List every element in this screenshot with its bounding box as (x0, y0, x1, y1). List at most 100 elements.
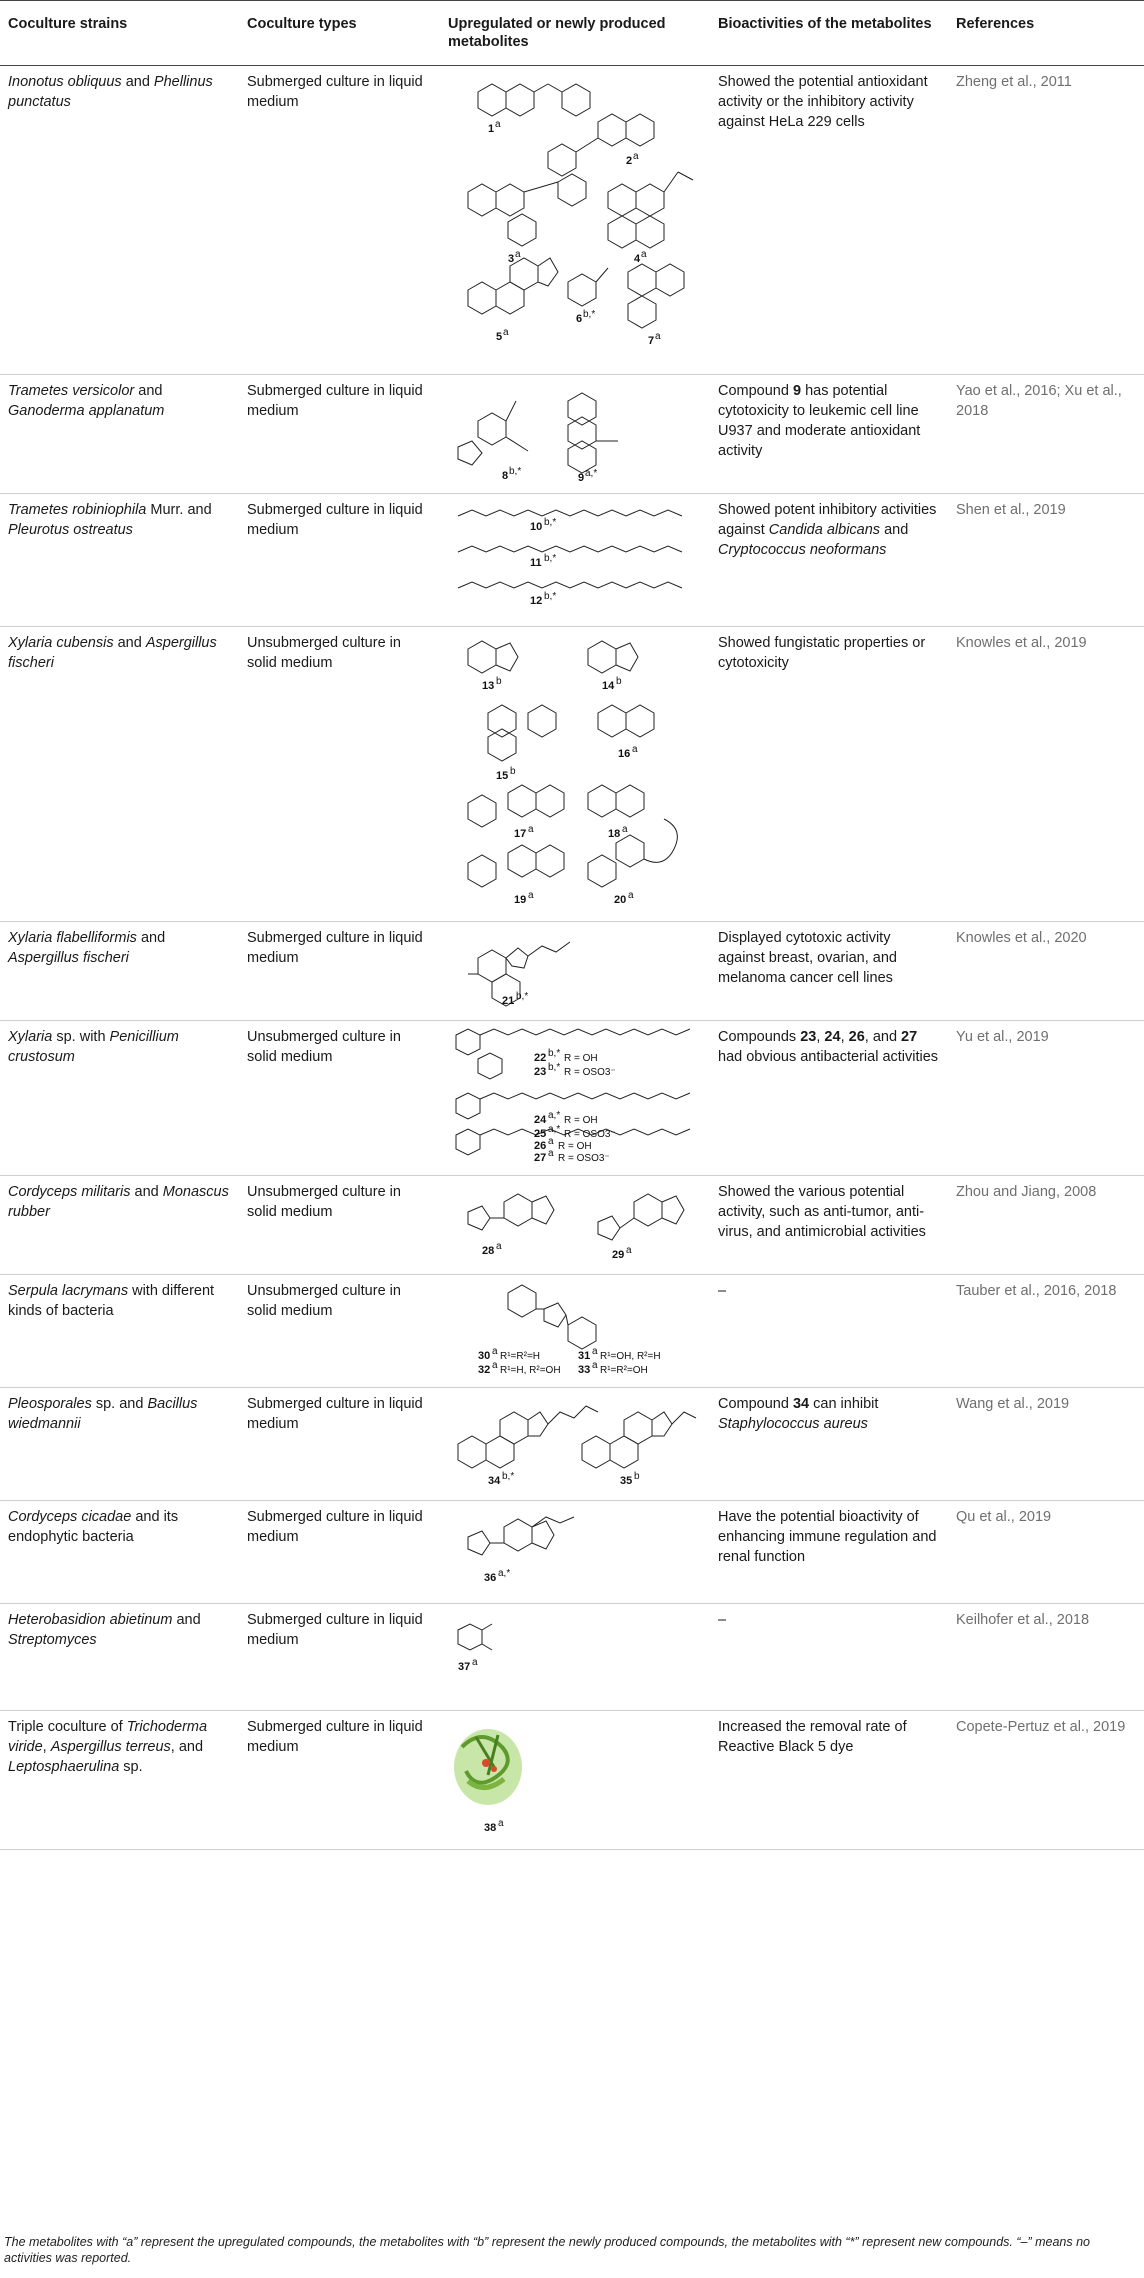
svg-text:11: 11 (530, 557, 542, 569)
svg-text:b,*: b,* (502, 1471, 514, 1482)
svg-text:38: 38 (484, 1822, 496, 1834)
header-types: Coculture types (239, 0, 440, 66)
strain-cell: Pleosporales sp. and Bacillus wiedmannii (8, 1396, 198, 1432)
svg-text:14: 14 (602, 680, 615, 692)
svg-text:a: a (633, 151, 639, 162)
svg-text:a,*: a,* (548, 1124, 560, 1135)
type-cell: Submerged culture in liquid medium (247, 930, 423, 966)
type-cell: Unsubmerged culture in solid medium (247, 1029, 401, 1065)
svg-text:6: 6 (576, 313, 582, 325)
svg-text:R¹=R²=H: R¹=R²=H (500, 1351, 540, 1362)
strain-cell: Trametes robiniophila Murr. and Pleurotu… (8, 502, 212, 538)
table-row: Pleosporales sp. and Bacillus wiedmannii… (0, 1388, 1144, 1501)
svg-text:19: 19 (514, 894, 526, 906)
svg-text:1: 1 (488, 123, 494, 135)
compound-label: 22 (534, 1052, 546, 1064)
svg-text:18: 18 (608, 828, 620, 840)
reference-cell: Yao et al., 2016; Xu et al., 2018 (956, 383, 1122, 419)
svg-text:a: a (496, 1241, 502, 1252)
svg-text:24: 24 (534, 1114, 547, 1126)
svg-text:a: a (528, 824, 534, 835)
svg-text:a: a (628, 890, 634, 901)
svg-text:12: 12 (530, 595, 542, 607)
svg-text:34: 34 (488, 1475, 501, 1487)
bioactivity-cell: Displayed cytotoxic activity against bre… (718, 930, 897, 986)
svg-text:a: a (632, 744, 638, 755)
table-header-row: Coculture strains Coculture types Upregu… (0, 0, 1144, 66)
svg-text:b,*: b,* (583, 309, 595, 320)
svg-text:7: 7 (648, 335, 654, 347)
table-row: Xylaria flabelliformis and Aspergillus f… (0, 922, 1144, 1021)
svg-text:30: 30 (478, 1350, 490, 1362)
svg-text:20: 20 (614, 894, 626, 906)
table-row: Cordyceps cicadae and its endophytic bac… (0, 1501, 1144, 1604)
svg-text:a: a (548, 1136, 554, 1147)
svg-text:a: a (495, 119, 501, 130)
reference-cell: Knowles et al., 2020 (956, 930, 1087, 946)
svg-text:a: a (528, 890, 534, 901)
bioactivity-cell: Showed the potential antioxidant activit… (718, 74, 928, 130)
reference-cell: Zheng et al., 2011 (956, 74, 1072, 90)
svg-text:28: 28 (482, 1245, 494, 1257)
strain-cell: Xylaria flabelliformis and Aspergillus f… (8, 930, 166, 966)
svg-text:a: a (592, 1360, 598, 1371)
reference-cell: Keilhofer et al., 2018 (956, 1612, 1090, 1628)
coculture-table: Coculture strains Coculture types Upregu… (0, 0, 1144, 1850)
svg-text:a,*: a,* (498, 1568, 510, 1579)
svg-text:a: a (655, 331, 661, 342)
svg-text:R = OH: R = OH (564, 1115, 598, 1126)
table-row: Cordyceps militaris and Monascus rubber … (0, 1176, 1144, 1275)
svg-text:27: 27 (534, 1152, 546, 1163)
svg-text:a,*: a,* (585, 468, 597, 479)
bioactivity-cell: Compound 9 has potential cytotoxicity to… (718, 383, 921, 459)
svg-text:13: 13 (482, 680, 494, 692)
svg-text:b: b (616, 676, 622, 687)
svg-text:a: a (492, 1360, 498, 1371)
strain-cell: Xylaria sp. with Penicillium crustosum (8, 1029, 179, 1065)
table-footnote: The metabolites with “a” represent the u… (4, 2235, 1090, 2265)
svg-text:b,*: b,* (544, 517, 556, 528)
strain-cell: Xylaria cubensis and Aspergillus fischer… (8, 635, 217, 671)
svg-text:R = OH: R = OH (564, 1053, 598, 1064)
svg-text:b: b (496, 676, 502, 687)
svg-text:a: a (503, 327, 509, 338)
header-references: References (948, 0, 1144, 66)
table-row: Xylaria cubensis and Aspergillus fischer… (0, 627, 1144, 922)
svg-text:17: 17 (514, 828, 526, 840)
header-strains: Coculture strains (0, 0, 239, 66)
svg-text:35: 35 (620, 1475, 632, 1487)
svg-text:15: 15 (496, 770, 508, 782)
table-row: Xylaria sp. with Penicillium crustosum U… (0, 1021, 1144, 1176)
type-cell: Submerged culture in liquid medium (247, 74, 423, 110)
svg-text:9: 9 (578, 472, 584, 481)
svg-text:R = OSO3⁻: R = OSO3⁻ (558, 1153, 610, 1163)
strain-cell: Trametes versicolor and Ganoderma applan… (8, 383, 165, 419)
svg-text:R¹=OH, R²=H: R¹=OH, R²=H (600, 1351, 661, 1362)
svg-text:21: 21 (502, 995, 514, 1007)
svg-text:b,*: b,* (544, 553, 556, 564)
svg-text:R = OSO3⁻: R = OSO3⁻ (564, 1067, 616, 1078)
svg-text:b: b (634, 1471, 640, 1482)
svg-text:23: 23 (534, 1066, 546, 1078)
svg-text:b,*: b,* (548, 1062, 560, 1073)
table-row: Serpula lacrymans with different kinds o… (0, 1275, 1144, 1388)
svg-text:b,*: b,* (544, 591, 556, 602)
reference-cell: Zhou and Jiang, 2008 (956, 1184, 1097, 1200)
svg-text:a: a (641, 249, 647, 260)
type-cell: Submerged culture in liquid medium (247, 1719, 423, 1755)
type-cell: Unsubmerged culture in solid medium (247, 1283, 401, 1319)
